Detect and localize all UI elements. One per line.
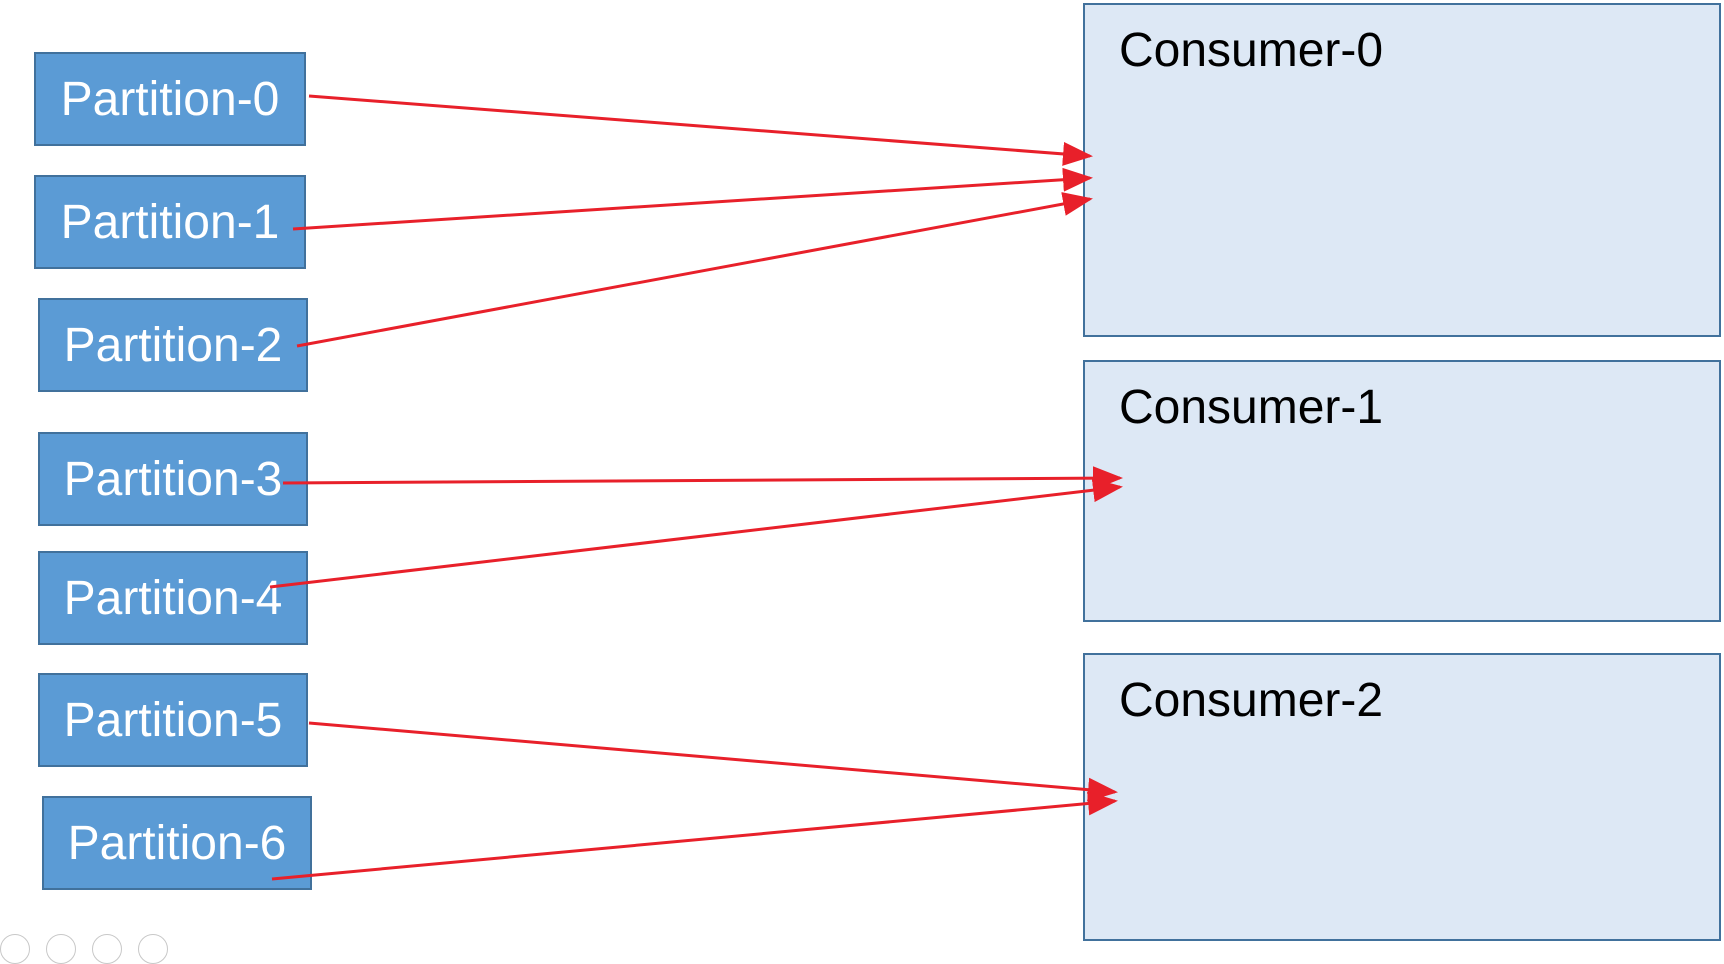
partition-6-label: Partition-6 bbox=[67, 816, 287, 870]
consumer-0-label: Consumer-0 bbox=[1119, 24, 1384, 77]
partition-5-box: Partition-5 bbox=[38, 673, 308, 767]
arrow-partition-5-to-consumer-2 bbox=[308, 721, 1118, 802]
consumer-1-box: Consumer-1 bbox=[1083, 360, 1721, 622]
partition-5-label: Partition-5 bbox=[63, 693, 283, 747]
partition-4-label: Partition-4 bbox=[63, 571, 283, 625]
partition-1-box: Partition-1 bbox=[34, 175, 306, 269]
partition-3-box: Partition-3 bbox=[38, 432, 308, 526]
arrow-partition-3-to-consumer-1 bbox=[282, 466, 1123, 491]
partition-1-label: Partition-1 bbox=[60, 195, 280, 249]
arrow-partition-1-to-consumer-0 bbox=[292, 167, 1093, 231]
partition-0-box: Partition-0 bbox=[34, 52, 306, 146]
search-icon[interactable] bbox=[46, 934, 76, 964]
arrow-partition-0-to-consumer-0 bbox=[308, 94, 1093, 166]
slide-toolbar bbox=[0, 928, 200, 964]
consumer-2-box: Consumer-2 bbox=[1083, 653, 1721, 941]
arrow-partition-6-to-consumer-2 bbox=[271, 791, 1118, 881]
partition-3-label: Partition-3 bbox=[63, 452, 283, 506]
arrow-partition-4-to-consumer-1 bbox=[269, 478, 1123, 589]
consumer-2-label: Consumer-2 bbox=[1119, 674, 1384, 727]
partition-4-box: Partition-4 bbox=[38, 551, 308, 645]
partition-0-label: Partition-0 bbox=[60, 72, 280, 126]
partition-2-box: Partition-2 bbox=[38, 298, 308, 392]
comment-icon[interactable] bbox=[92, 934, 122, 964]
view-icon[interactable] bbox=[0, 934, 30, 964]
arrow-partition-2-to-consumer-0 bbox=[296, 192, 1093, 348]
consumer-0-box: Consumer-0 bbox=[1083, 3, 1721, 337]
more-icon[interactable] bbox=[138, 934, 168, 964]
consumer-1-label: Consumer-1 bbox=[1119, 381, 1384, 434]
partition-2-label: Partition-2 bbox=[63, 318, 283, 372]
partition-6-box: Partition-6 bbox=[42, 796, 312, 890]
